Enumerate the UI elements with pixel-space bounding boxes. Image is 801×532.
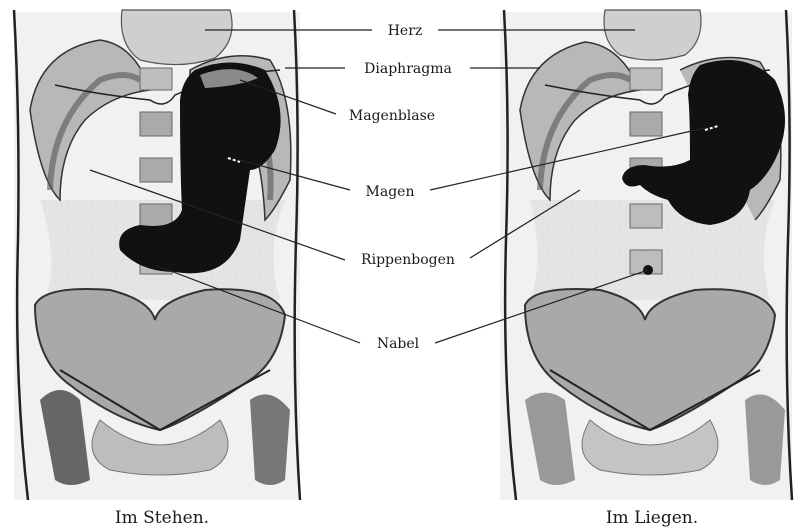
label-diaphragma: Diaphragma	[364, 61, 452, 77]
label-magenblase: Magenblase	[349, 108, 435, 124]
figure-lying	[500, 10, 792, 500]
pelvis-lower-lying-r	[745, 394, 785, 485]
label-herz: Herz	[388, 23, 423, 39]
heart-lying	[604, 10, 701, 60]
pelvis-lower-right	[250, 394, 290, 485]
figure-standing	[14, 10, 300, 500]
caption-lying: Im Liegen.	[606, 508, 698, 528]
label-nabel: Nabel	[377, 336, 420, 352]
label-rippenbogen: Rippenbogen	[361, 252, 455, 268]
caption-standing: Im Stehen.	[115, 508, 209, 528]
label-magen: Magen	[366, 184, 415, 200]
heart	[121, 10, 232, 65]
